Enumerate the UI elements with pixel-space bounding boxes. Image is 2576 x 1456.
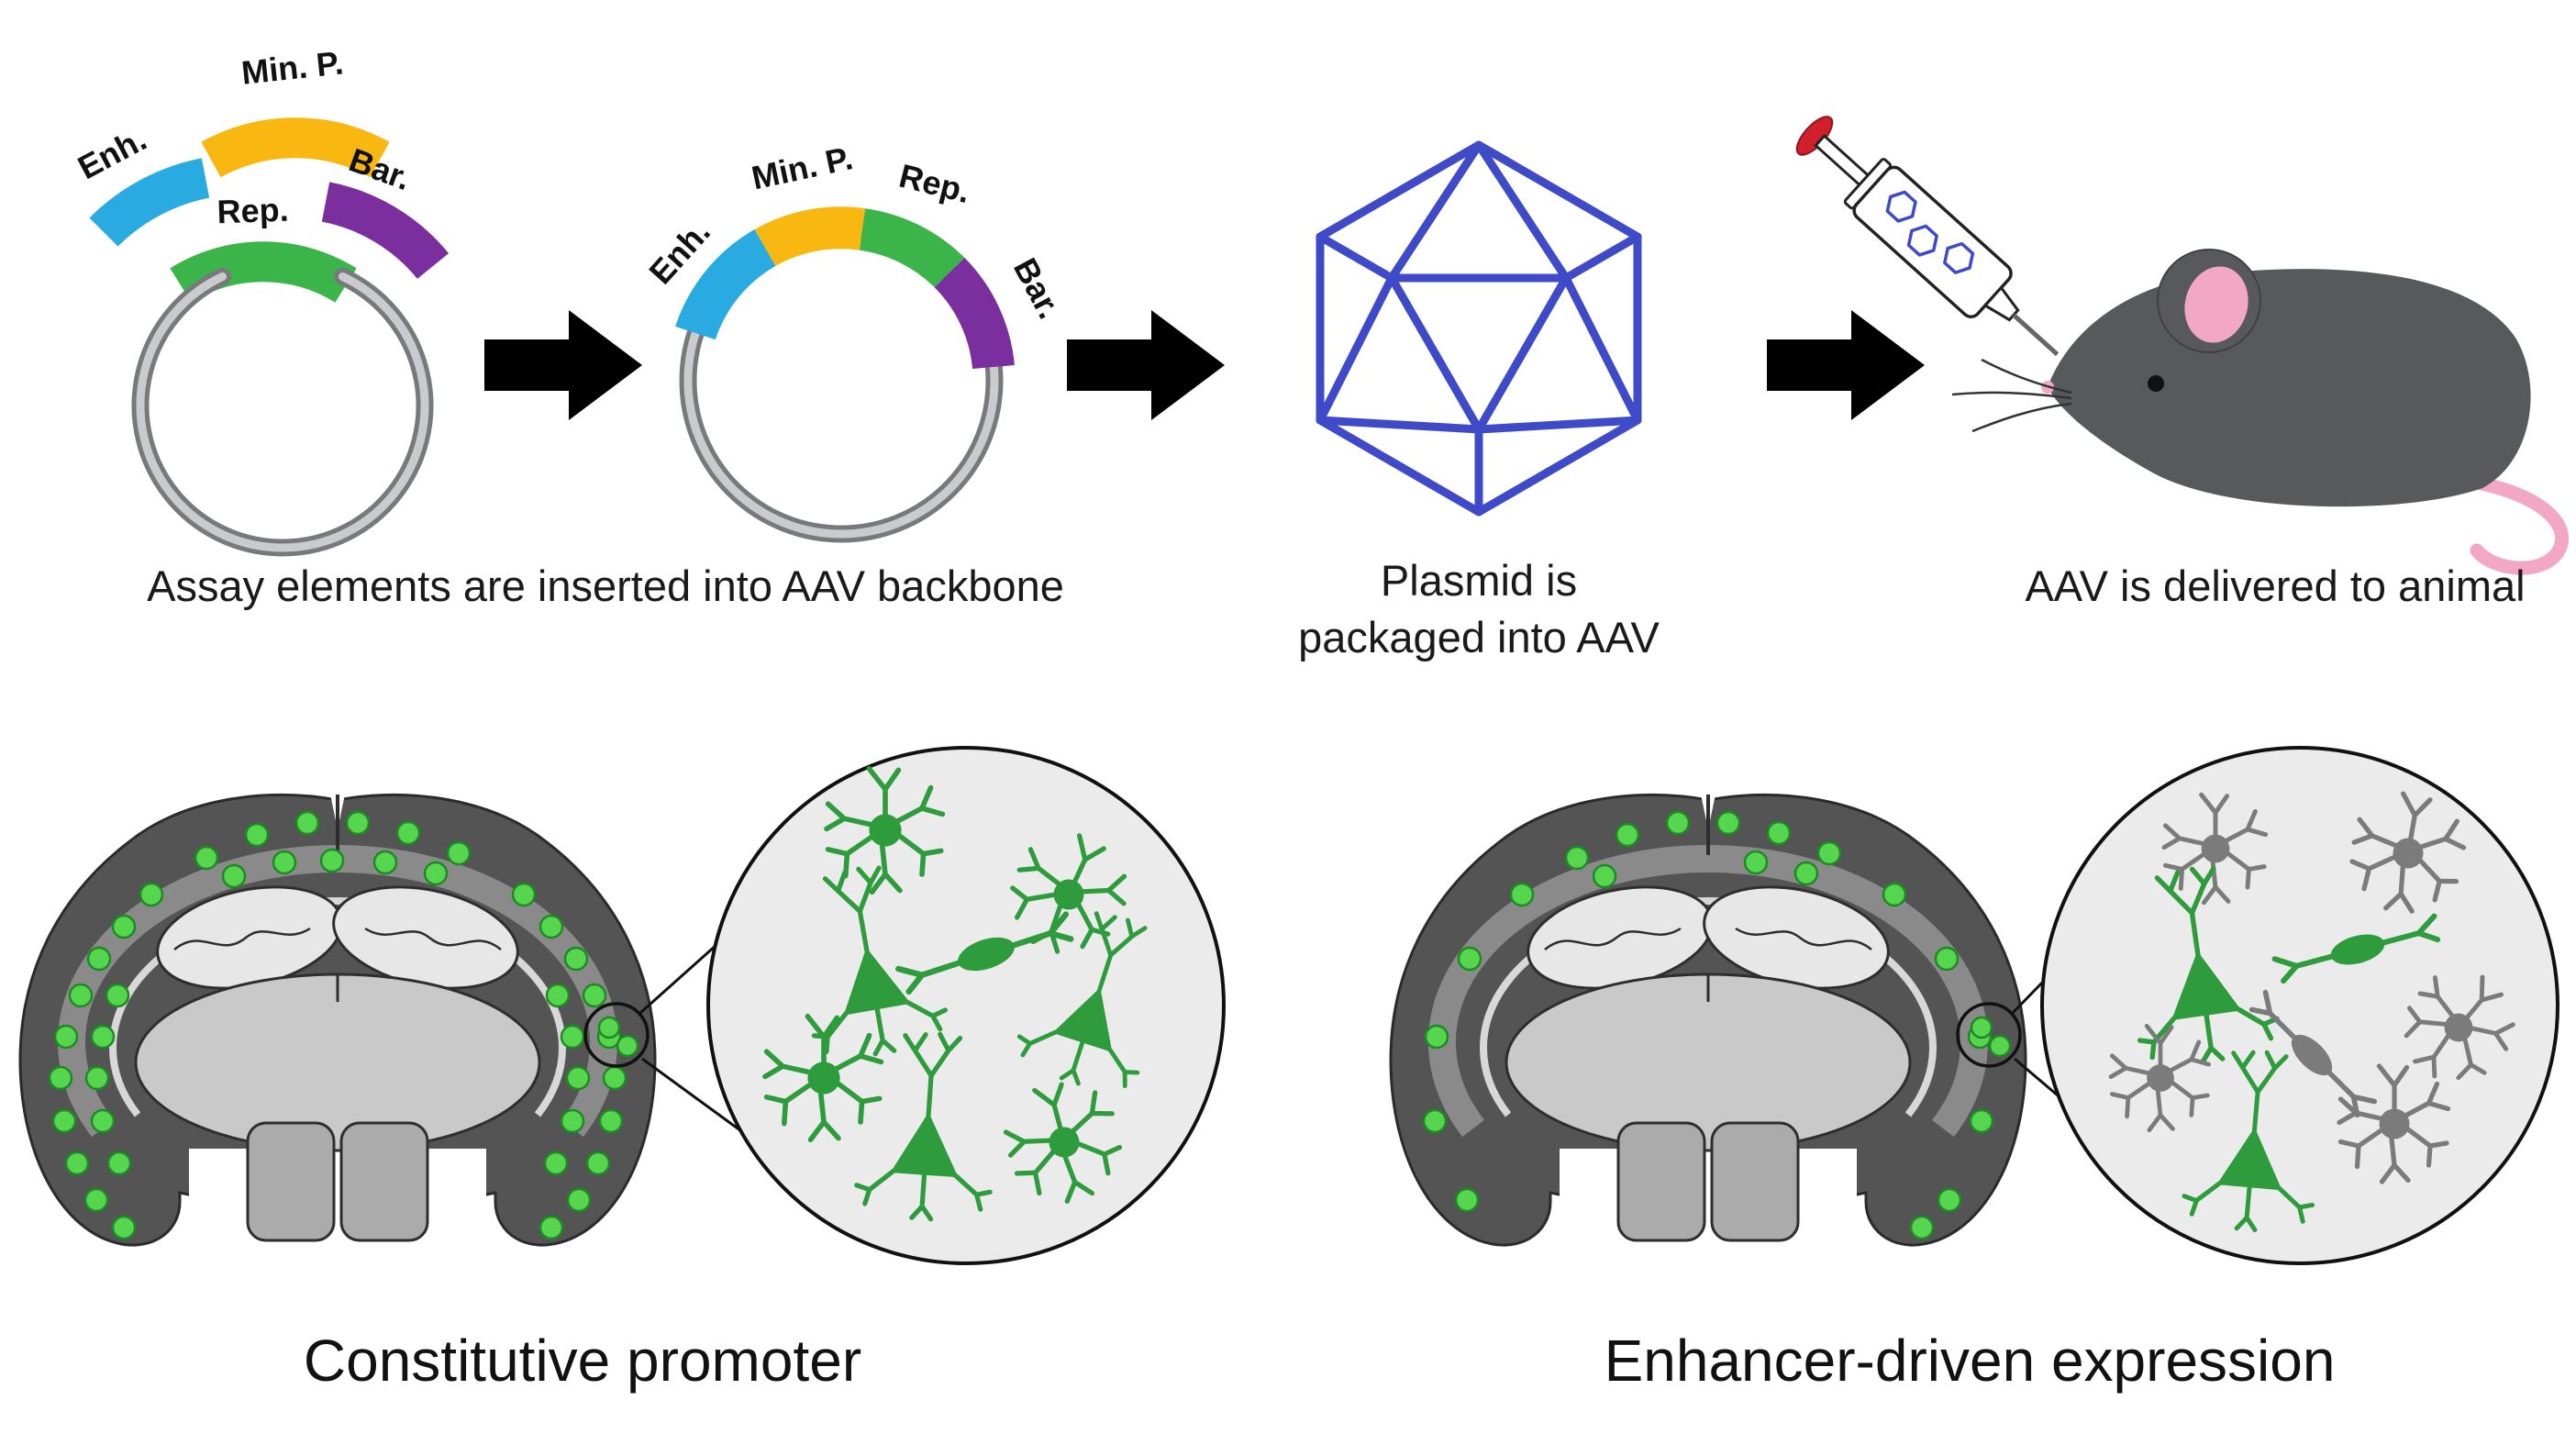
magnifier-source-circle-left <box>583 1002 650 1068</box>
barcode-piece-icon <box>321 182 450 280</box>
min-promoter-piece-icon <box>201 117 390 178</box>
caption-step3: AAV is delivered to animal <box>2025 561 2526 610</box>
min-promoter-segment <box>754 206 866 267</box>
min-promoter-label: Min. P. <box>749 139 856 196</box>
mouse-icon <box>1951 249 2569 575</box>
caption-step1: Assay elements are inserted into AAV bac… <box>147 561 1064 610</box>
assembled-plasmid: Enh. Min. P. Rep. Bar. <box>641 139 1069 543</box>
assay-element-pieces: Enh. Min. P. Rep. Bar. <box>72 43 450 303</box>
enhancer-piece-icon <box>89 158 210 247</box>
labeled-cell <box>1988 1034 2012 1058</box>
magnifier-source-circle-right <box>1956 1002 2022 1068</box>
enhancer-segment <box>675 229 776 340</box>
arrow-icon <box>1067 310 1225 420</box>
mouse-ear-inner <box>2184 266 2248 343</box>
barcode-segment <box>934 257 1015 370</box>
arrow-icon <box>484 310 642 420</box>
panel-label-constitutive: Constitutive promoter <box>303 1328 862 1394</box>
labeled-cell <box>616 1034 639 1058</box>
mouse-tail <box>2465 474 2569 575</box>
labeled-cell <box>597 1016 621 1039</box>
magnified-view-right <box>2040 746 2559 1265</box>
reporter-label: Rep. <box>895 157 974 211</box>
syringe-icon <box>1795 116 2060 357</box>
open-plasmid-backbone <box>131 268 434 557</box>
caption-step2: Plasmid is packaged into AAV <box>1249 552 1708 666</box>
reporter-piece-icon <box>170 241 357 303</box>
reporter-label: Rep. <box>217 191 289 231</box>
mouse-eye <box>2148 375 2164 392</box>
panel-label-enhancer: Enhancer-driven expression <box>1604 1328 2336 1394</box>
arrow-icon <box>1767 310 1925 420</box>
mouse-whiskers <box>1951 358 2072 433</box>
min-promoter-label: Min. P. <box>239 43 345 91</box>
caption-step2-line2: packaged into AAV <box>1298 613 1660 662</box>
aav-capsid-icon <box>1316 140 1642 517</box>
barcode-label: Bar. <box>1006 251 1069 324</box>
caption-step2-line1: Plasmid is <box>1380 556 1578 605</box>
mouse-body <box>2048 269 2531 507</box>
labeled-cells-right <box>1422 810 1994 1240</box>
reporter-segment <box>859 208 965 288</box>
labeled-cell <box>1970 1016 1993 1039</box>
enhancer-label: Enh. <box>72 120 152 187</box>
